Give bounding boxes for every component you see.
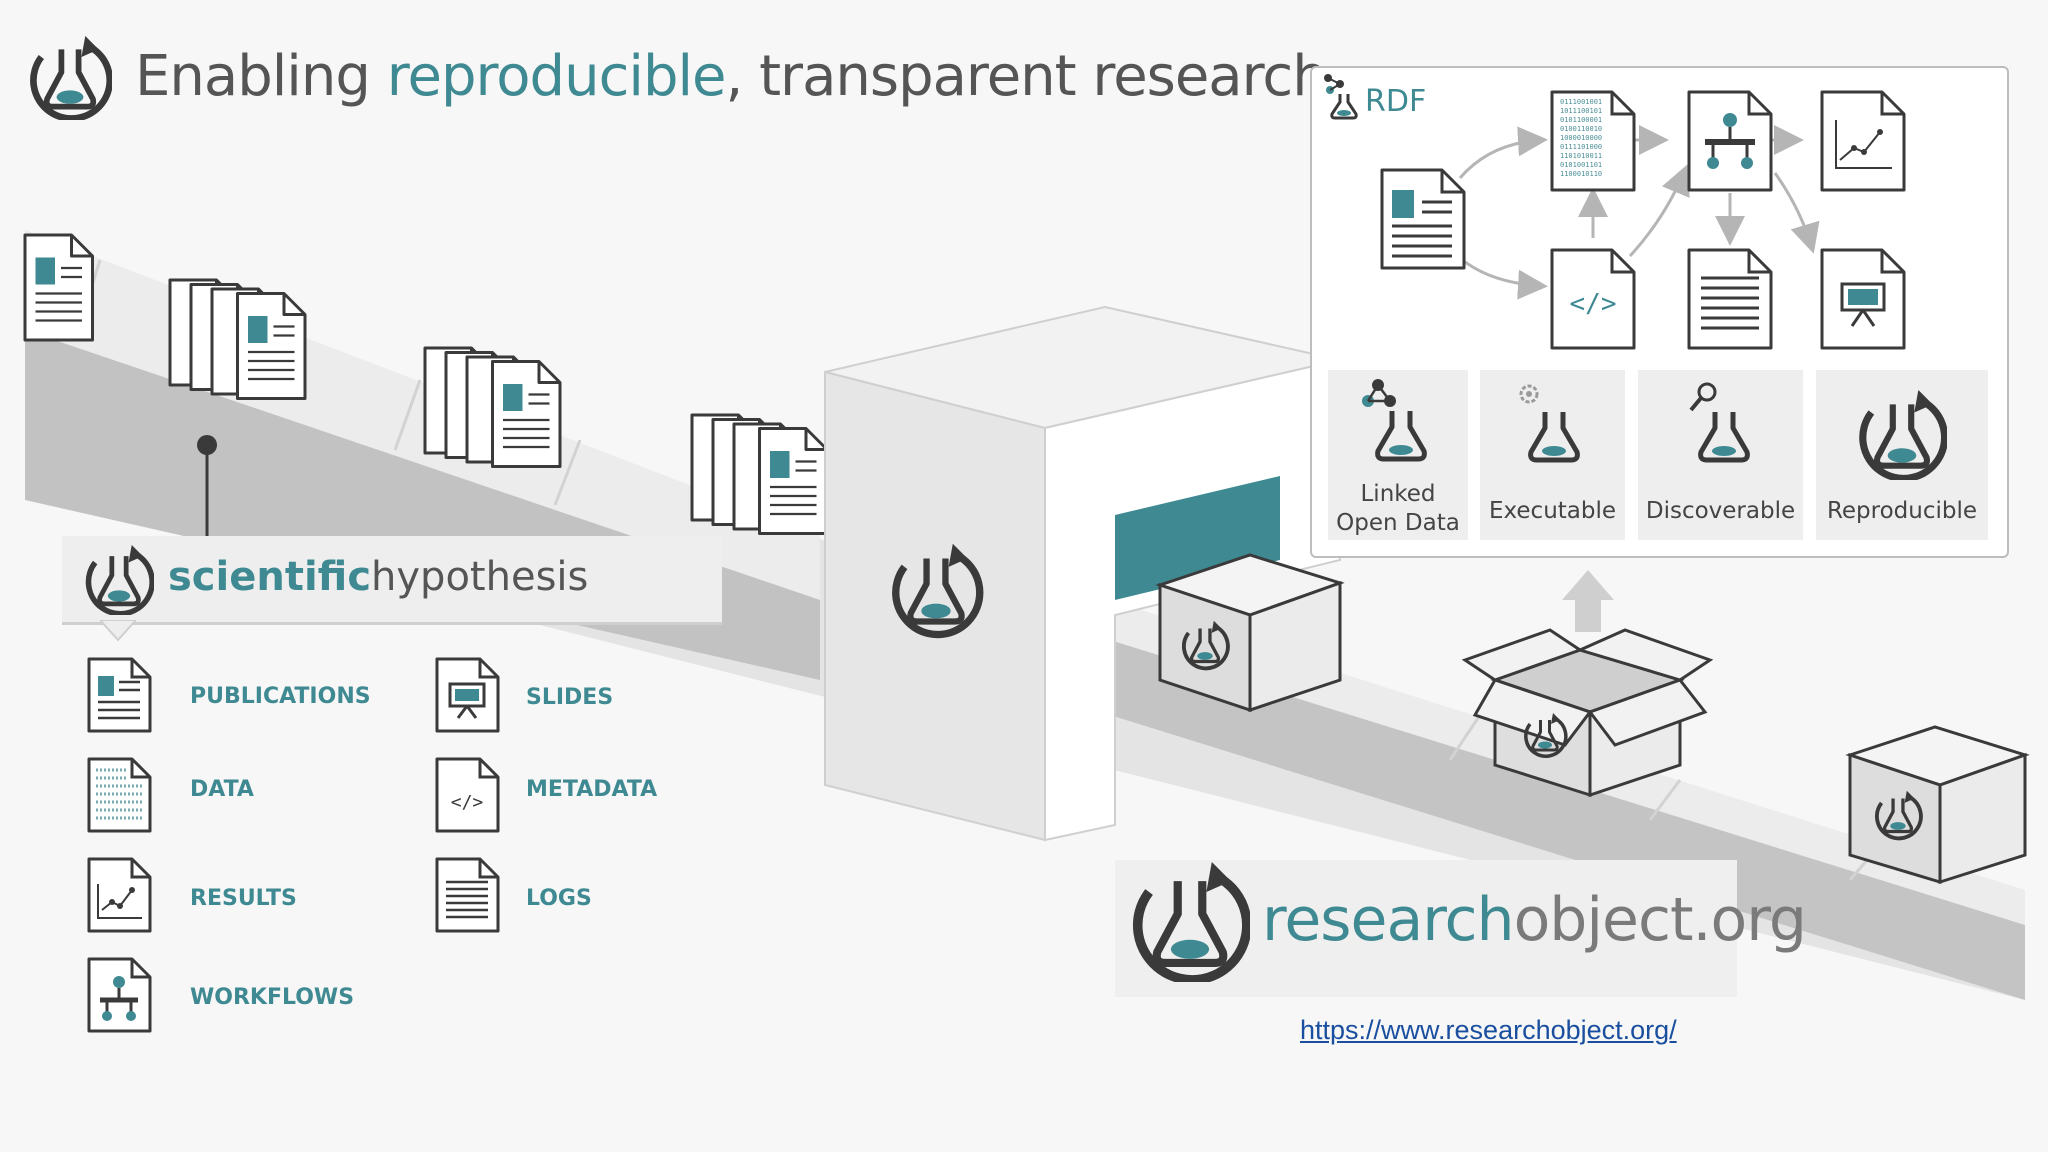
property-reproducible-label: Reproducible [1826, 498, 1978, 524]
researchobject-link[interactable]: https://www.researchobject.org/ [1300, 1015, 1677, 1045]
hypothesis-title: scientifichypothesis [168, 554, 588, 600]
rdf-code-doc: </> [1550, 248, 1636, 350]
rdf-label: RDF [1365, 84, 1427, 119]
title-highlight: reproducible [386, 44, 727, 109]
researchobject-logo-icon [1132, 862, 1250, 982]
code-doc-icon: </> [435, 757, 500, 833]
page-title: Enabling reproducible, transparent resea… [135, 44, 1345, 109]
rdf-graph-flask-icon [1324, 74, 1358, 120]
rdf-slides-doc [1820, 248, 1906, 350]
hypothesis-banner [62, 536, 722, 625]
hypothesis-normal: hypothesis [371, 554, 589, 600]
category-logs: LOGS [526, 886, 592, 911]
category-metadata: METADATA [526, 777, 658, 802]
svg-text:0111001001: 0111001001 [1560, 98, 1602, 106]
category-results: RESULTS [190, 886, 297, 911]
chart-doc-icon [87, 857, 152, 933]
log-doc-icon [435, 857, 500, 933]
svg-text:1101010011: 1101010011 [1560, 152, 1602, 160]
binary-data-icon [87, 757, 152, 833]
callout-pointer-icon [100, 620, 136, 642]
rdf-source-doc [1380, 168, 1466, 270]
brand-rest: object.org [1513, 885, 1807, 955]
brand-name: researchobject.org [1262, 885, 1807, 955]
rdf-workflow-doc [1687, 90, 1773, 192]
cycle-flask-icon [1859, 390, 1947, 480]
title-pre: Enabling [135, 44, 387, 109]
property-executable-label: Executable [1488, 498, 1617, 524]
search-flask-icon [1689, 382, 1750, 463]
svg-text:</>: </> [1570, 289, 1617, 319]
gear-flask-icon [1519, 384, 1580, 463]
property-discoverable-label: Discoverable [1645, 498, 1796, 524]
rdf-chart-doc [1820, 90, 1906, 192]
property-linked-line2: Open Data [1336, 510, 1460, 536]
property-linked-line1: Linked [1360, 481, 1436, 507]
flask-logo-icon [85, 545, 154, 615]
svg-text:1011100101: 1011100101 [1560, 107, 1602, 115]
svg-text:1100010110: 1100010110 [1560, 170, 1602, 178]
rdf-binary-doc: 0111001001 1011100101 0101100001 0100110… [1550, 90, 1636, 192]
rdf-flow-diagram: 0111001001 1011100101 0101100001 0100110… [1380, 90, 1906, 350]
graph-flask-icon [1362, 379, 1427, 462]
category-workflows: WORKFLOWS [190, 985, 355, 1010]
hypothesis-bold: scientific [168, 554, 372, 600]
brand-highlight: research [1262, 885, 1515, 955]
flask-logo-icon [30, 36, 112, 120]
category-slides: SLIDES [526, 685, 614, 710]
code-symbol: </> [451, 792, 484, 813]
publication-doc-icon [87, 657, 152, 733]
category-publications: PUBLICATIONS [190, 684, 371, 709]
svg-text:0101001101: 0101001101 [1560, 161, 1602, 169]
rdf-log-doc [1687, 248, 1773, 350]
title-post: , transparent research. [725, 44, 1345, 109]
workflow-doc-icon [87, 957, 152, 1033]
svg-text:0101100001: 0101100001 [1560, 116, 1602, 124]
svg-text:0111101000: 0111101000 [1560, 143, 1602, 151]
slides-doc-icon [435, 657, 500, 733]
property-tile-linked-open-data [1328, 370, 1468, 540]
svg-text:1000010000: 1000010000 [1560, 134, 1602, 142]
svg-text:0100110010: 0100110010 [1560, 125, 1602, 133]
category-data: DATA [190, 777, 254, 802]
